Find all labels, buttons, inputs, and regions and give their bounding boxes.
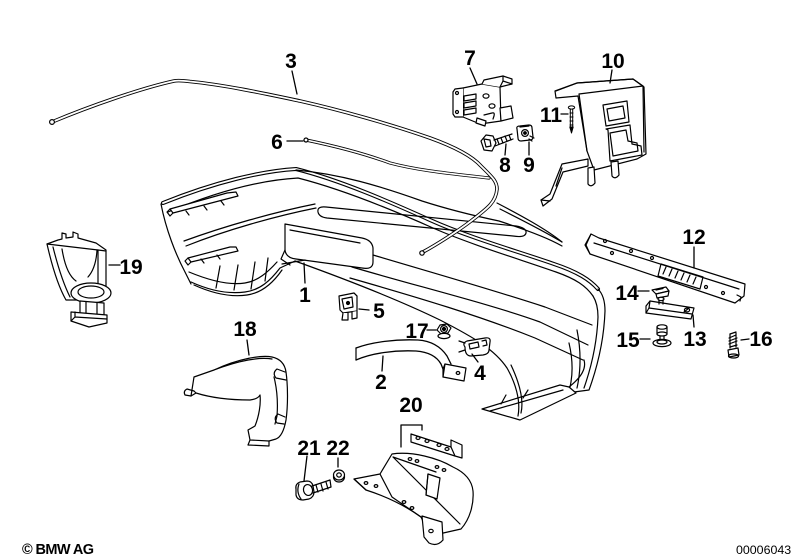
svg-text:9: 9 xyxy=(523,154,535,177)
svg-text:3: 3 xyxy=(285,50,297,73)
svg-text:13: 13 xyxy=(683,328,706,351)
svg-text:11: 11 xyxy=(540,104,563,127)
svg-text:19: 19 xyxy=(119,256,142,279)
svg-text:15: 15 xyxy=(616,329,640,352)
svg-text:17: 17 xyxy=(405,320,428,343)
svg-text:6: 6 xyxy=(271,131,283,154)
svg-text:8: 8 xyxy=(499,154,511,177)
svg-text:16: 16 xyxy=(749,328,772,351)
svg-text:20: 20 xyxy=(399,394,422,417)
svg-text:7: 7 xyxy=(464,47,476,70)
svg-text:4: 4 xyxy=(474,362,486,385)
svg-text:2: 2 xyxy=(375,371,387,394)
svg-text:12: 12 xyxy=(682,226,705,249)
svg-text:00006043: 00006043 xyxy=(736,543,791,557)
svg-text:22: 22 xyxy=(326,437,349,460)
svg-text:10: 10 xyxy=(601,50,624,73)
svg-text:1: 1 xyxy=(299,284,311,307)
svg-text:21: 21 xyxy=(297,437,321,460)
svg-text:14: 14 xyxy=(615,282,639,305)
svg-text:5: 5 xyxy=(373,300,385,323)
svg-text:18: 18 xyxy=(233,318,257,341)
svg-text:© BMW AG: © BMW AG xyxy=(22,542,94,558)
